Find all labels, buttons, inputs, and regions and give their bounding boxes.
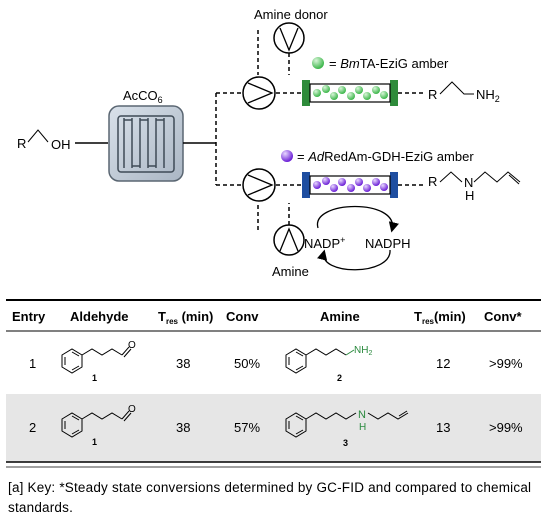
- svg-text:O: O: [128, 340, 136, 351]
- svg-text:50%: 50%: [234, 356, 260, 371]
- pump-icon-amine: [273, 224, 305, 256]
- column-bmta: [302, 80, 398, 106]
- substrate-oh: OH: [51, 137, 71, 152]
- amine-structure: [285, 348, 355, 374]
- svg-text:N: N: [464, 175, 473, 190]
- svg-text:38: 38: [176, 356, 190, 371]
- reactor-label: AcCO6: [123, 88, 163, 105]
- header-conv: Conv: [226, 309, 259, 324]
- svg-text:N: N: [358, 409, 366, 421]
- compound-id: 3: [343, 438, 348, 448]
- table-row: 2 O 1 38 57% N H 3 13 >99%: [29, 404, 523, 448]
- substrate-alcohol: R OH: [17, 129, 71, 152]
- svg-text:O: O: [128, 404, 136, 415]
- amine-structure: [285, 410, 409, 438]
- green-bead-legend-icon: [312, 57, 324, 69]
- nadp-plus-label: NADP+: [304, 235, 345, 251]
- table-footnote: [a] Key: *Steady state conversions deter…: [8, 480, 532, 515]
- svg-text:R: R: [428, 174, 437, 189]
- purple-bead-legend-icon: [281, 150, 293, 162]
- column-adredam: [302, 172, 398, 198]
- substrate-r: R: [17, 136, 26, 151]
- svg-text:13: 13: [436, 420, 450, 435]
- svg-text:NH2: NH2: [354, 345, 372, 357]
- top-column-legend: = BmTA-EziG amber: [329, 56, 449, 71]
- cofactor-cycle: [317, 205, 399, 271]
- amine-label: Amine: [272, 264, 309, 279]
- header-aldehyde: Aldehyde: [70, 309, 129, 324]
- table-row: 1 O 1 38 50% NH2 2 12 >99%: [29, 340, 523, 383]
- pump-icon-amine-donor: [273, 22, 305, 54]
- svg-text:57%: 57%: [234, 420, 260, 435]
- aldehyde-structure: [61, 346, 132, 374]
- aldehyde-structure: [61, 410, 132, 438]
- compound-id: 2: [337, 373, 342, 383]
- amine-donor-label: Amine donor: [254, 7, 328, 22]
- product-primary-amine: R NH2: [428, 81, 500, 104]
- svg-text:>99%: >99%: [489, 420, 523, 435]
- pump-icon-top: [242, 76, 276, 110]
- header-amine: Amine: [320, 309, 360, 324]
- compound-id: 1: [92, 373, 97, 383]
- svg-text:2: 2: [29, 420, 36, 435]
- header-tres-2: Tres(min): [414, 309, 466, 326]
- svg-text:H: H: [465, 188, 474, 203]
- svg-text:1: 1: [29, 356, 36, 371]
- header-conv-star: Conv*: [484, 309, 523, 324]
- reactor-icon: [108, 105, 184, 182]
- svg-text:12: 12: [436, 356, 450, 371]
- svg-text:38: 38: [176, 420, 190, 435]
- svg-text:R: R: [428, 87, 437, 102]
- pump-icon-bottom: [242, 168, 276, 202]
- header-tres-1: Tres (min): [158, 309, 213, 326]
- product-secondary-amine: R N H: [428, 171, 521, 203]
- svg-text:H: H: [359, 422, 366, 433]
- table-header: Entry Aldehyde Tres (min) Conv Amine Tre…: [12, 309, 523, 326]
- compound-id: 1: [92, 437, 97, 447]
- svg-text:>99%: >99%: [489, 356, 523, 371]
- nadph-label: NADPH: [365, 236, 411, 251]
- dashed-flow-lines: [215, 30, 424, 230]
- header-entry: Entry: [12, 309, 46, 324]
- table-row-2-shading: [6, 394, 541, 462]
- svg-text:NH2: NH2: [476, 87, 500, 104]
- bottom-column-legend: = AdRedAm-GDH-EziG amber: [297, 149, 474, 164]
